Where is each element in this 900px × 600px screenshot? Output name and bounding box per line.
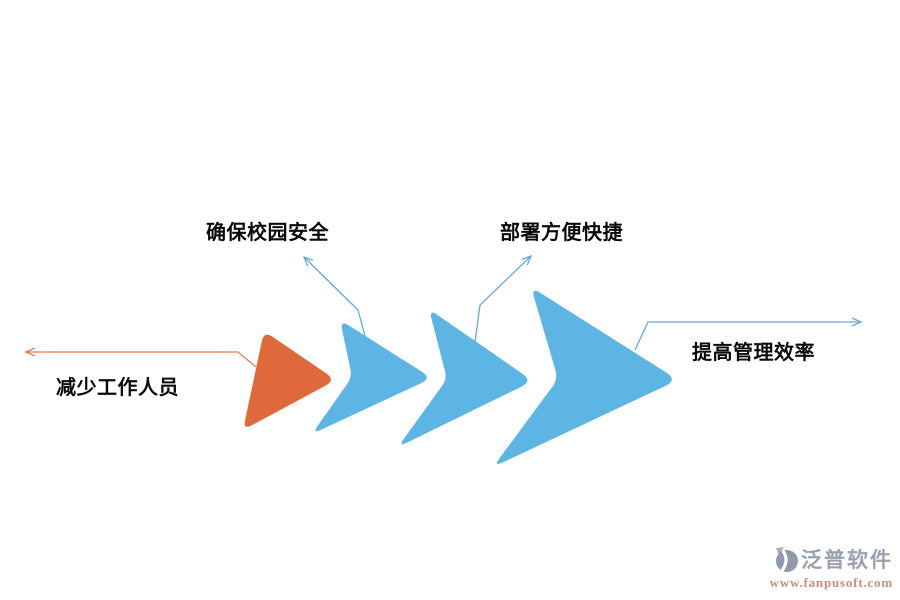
leader-line-improve-efficiency — [634, 317, 863, 351]
chevron-1-orange — [244, 334, 331, 427]
label-reduce-staff: 减少工作人员 — [56, 377, 179, 399]
label-ensure-campus-safety: 确保校园安全 — [206, 222, 329, 244]
label-improve-management-efficiency: 提高管理效率 — [692, 342, 815, 364]
watermark-url-text: www.fanpusoft.com — [769, 575, 893, 590]
chevron-3 — [401, 312, 528, 445]
leader-line-ensure-safety — [302, 255, 366, 337]
watermark: 泛普软件 www.fanpusoft.com — [770, 544, 893, 591]
label-easy-fast-deployment: 部署方便快捷 — [500, 222, 623, 244]
leader-line-easy-deploy — [474, 254, 533, 343]
leader-line-reduce-staff — [24, 347, 257, 368]
chevron-4 — [496, 290, 672, 464]
watermark-brand-text: 泛普软件 — [801, 549, 893, 572]
fanpu-logo-icon — [776, 547, 798, 573]
chevron-2 — [315, 323, 427, 432]
